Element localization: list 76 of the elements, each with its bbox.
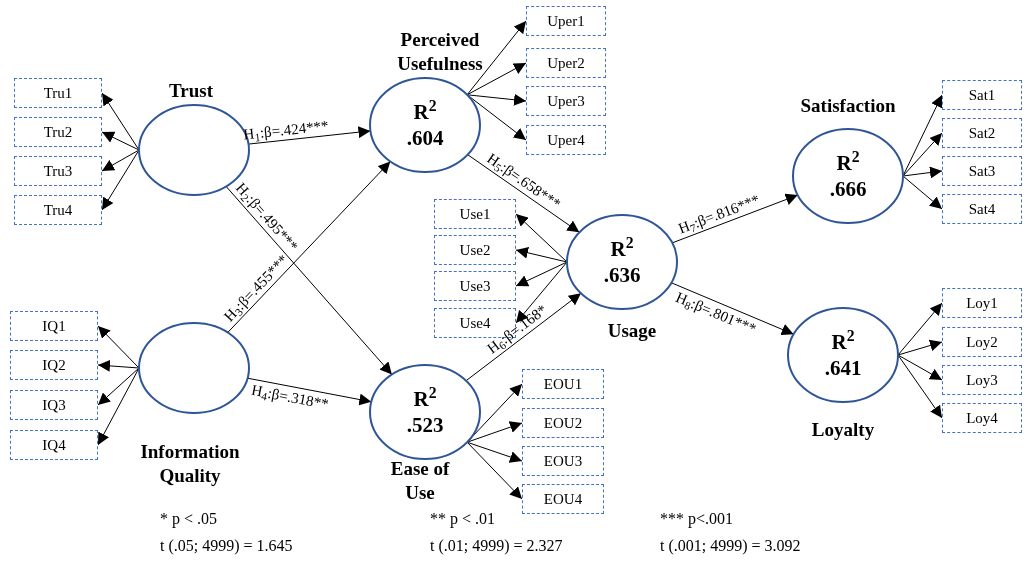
arrow	[248, 126, 371, 145]
indicator-box: Loy1	[942, 288, 1022, 318]
indicator-box: Tru2	[14, 117, 102, 147]
arrow	[466, 93, 527, 106]
r-squared-value: R$^{2}$ .666	[828, 150, 868, 202]
indicator-box: Use1	[434, 199, 516, 229]
indicator-box: Loy2	[942, 327, 1022, 357]
arrow	[101, 149, 140, 172]
indicator-box: Use3	[434, 271, 516, 301]
arrow	[897, 302, 943, 356]
arrow	[466, 20, 527, 96]
construct-name: Information Quality	[139, 440, 241, 488]
footnote-text: t (.01; 4999) = 2.327	[430, 536, 563, 556]
indicator-box: Uper3	[526, 86, 606, 116]
edge-label: H$_{4}$:β=.318**	[249, 381, 331, 412]
arrow	[101, 92, 140, 151]
indicator-box: Uper2	[526, 48, 606, 78]
arrow	[466, 441, 523, 463]
indicator-box: EOU2	[522, 408, 604, 438]
arrow	[225, 186, 393, 375]
construct-name: Ease of Use	[389, 457, 451, 505]
r-squared-value: R$^{2}$ .523	[405, 386, 445, 438]
arrow	[515, 213, 568, 263]
indicator-box: EOU1	[522, 369, 604, 399]
construct-name: Perceived Usefulness	[396, 28, 484, 76]
footnote-text: ** p < .01	[430, 509, 496, 529]
indicator-box: EOU3	[522, 446, 604, 476]
arrow	[97, 359, 140, 372]
arrow	[101, 149, 140, 211]
r-squared-value: R$^{2}$ .636	[602, 236, 642, 288]
indicator-box: Sat4	[942, 194, 1022, 224]
arrow	[515, 246, 568, 263]
construct-name: Usage	[606, 319, 658, 343]
indicator-box: IQ2	[10, 350, 98, 380]
arrow	[671, 193, 799, 244]
r-squared-value: R$^{2}$ .641	[823, 329, 863, 381]
construct-name: Loyalty	[810, 418, 876, 442]
arrow	[97, 325, 140, 369]
indicator-box: Use2	[434, 235, 516, 265]
indicator-box: Loy3	[942, 365, 1022, 395]
indicator-box: Sat3	[942, 156, 1022, 186]
arrow	[897, 339, 943, 356]
indicator-box: Tru1	[14, 78, 102, 108]
arrow	[227, 161, 391, 333]
arrow	[101, 131, 140, 151]
arrow	[515, 261, 568, 324]
arrow	[902, 132, 943, 177]
arrow	[902, 175, 943, 210]
arrow	[467, 154, 580, 233]
footnote-text: t (.05; 4999) = 1.645	[160, 536, 293, 556]
indicator-box: Sat2	[942, 118, 1022, 148]
indicator-box: Tru4	[14, 195, 102, 225]
indicator-box: Tru3	[14, 156, 102, 186]
arrow	[515, 261, 568, 287]
arrow	[97, 367, 140, 406]
r-squared-value: R$^{2}$ .604	[405, 99, 445, 151]
construct-name: Satisfaction	[799, 94, 897, 118]
indicator-box: IQ3	[10, 390, 98, 420]
arrow	[466, 62, 527, 96]
indicator-box: Loy4	[942, 403, 1022, 433]
footnote-text: * p < .05	[160, 509, 218, 529]
indicator-box: EOU4	[522, 484, 604, 514]
indicator-box: Uper4	[526, 125, 606, 155]
arrow	[897, 354, 943, 419]
edge-label: H$_{1}$:β=.424***	[242, 117, 331, 143]
indicator-box: Uper1	[526, 6, 606, 36]
footnote-text: *** p<.001	[660, 509, 734, 529]
indicator-box: IQ1	[10, 311, 98, 341]
construct-name: Trust	[168, 79, 214, 103]
footnote-text: t (.001; 4999) = 3.092	[660, 536, 801, 556]
arrow	[466, 441, 523, 500]
indicator-box: IQ4	[10, 430, 98, 460]
indicator-box: Sat1	[942, 80, 1022, 110]
arrow	[670, 282, 795, 336]
arrow	[247, 377, 372, 406]
arrow	[465, 292, 582, 382]
